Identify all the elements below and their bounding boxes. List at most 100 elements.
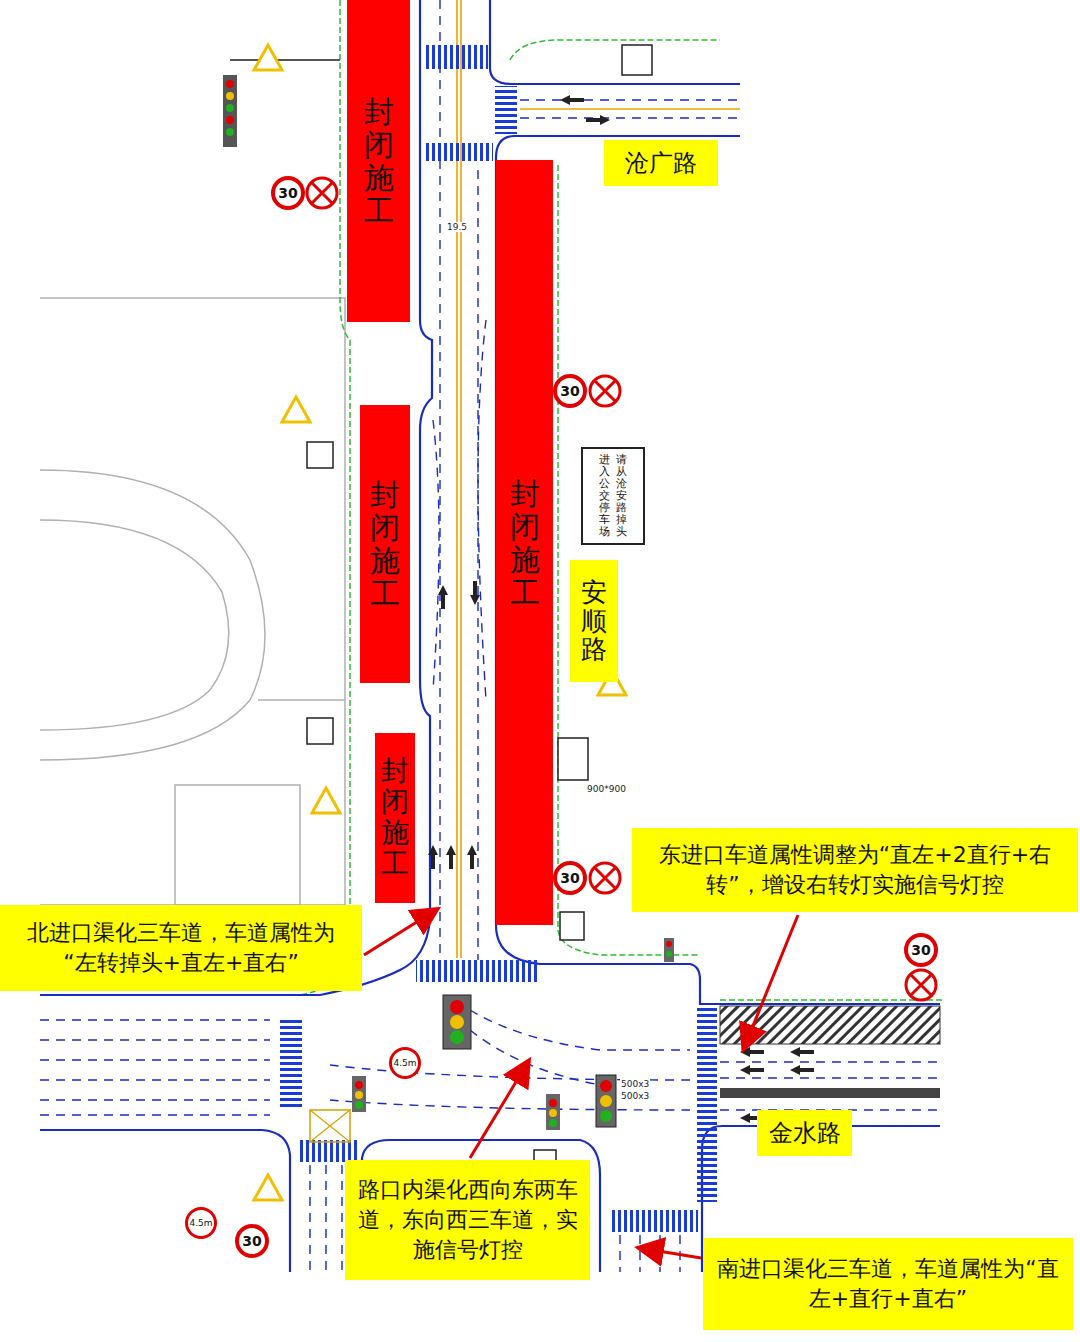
node-text: 沧广路 [625, 147, 697, 179]
guide-sign [558, 738, 588, 780]
traffic-light [549, 1119, 557, 1127]
lane-line [433, 420, 439, 690]
traffic-light [352, 1076, 366, 1112]
closure-block: 封闭施工 [496, 160, 553, 925]
guide-sign [307, 718, 333, 744]
road-edge [490, 0, 740, 84]
traffic-light [600, 1110, 612, 1122]
traffic-light [546, 1094, 560, 1130]
traffic-light [600, 1080, 612, 1092]
node-text: 封闭施工 [381, 756, 409, 879]
node-text: 路口内渠化西向东两车道，东向西三车道，实施信号灯控 [357, 1175, 578, 1264]
traffic-light [443, 995, 471, 1049]
building-outline [40, 470, 265, 760]
center-line [457, 0, 740, 958]
building-outline [175, 785, 300, 905]
crosswalk [495, 86, 517, 134]
road-name: 沧广路 [604, 140, 718, 186]
traffic-light [355, 1091, 363, 1099]
lane-line [330, 1100, 690, 1110]
node-text: 封闭施工 [364, 95, 394, 227]
lane-line [477, 170, 478, 960]
building-outline [40, 298, 345, 905]
traffic-light [226, 116, 234, 124]
dimension-label: 500x3 [620, 1091, 650, 1101]
warning-sign [282, 397, 310, 422]
lane-line [310, 1165, 342, 1272]
road-edge [40, 1130, 290, 1272]
traffic-light [230, 59, 340, 61]
lane-line [720, 1062, 940, 1110]
guide-sign [307, 442, 333, 468]
node-text: 进入公交停车场 [599, 454, 610, 539]
bus-parking-sign: 进入公交停车场请从沧安路掉头 [581, 447, 645, 545]
median-hatch [720, 1088, 940, 1098]
crosswalk [425, 45, 488, 69]
lane-line [470, 1010, 690, 1050]
no-parking-sign [590, 376, 620, 406]
node-text: 东进口车道属性调整为“直左+2直行+右转”，增设右转灯实施信号灯控 [644, 840, 1066, 899]
lane-arrow [790, 1065, 814, 1075]
warning-sign [254, 1175, 282, 1200]
green-boundary [510, 40, 720, 60]
node-text: 4.5m [189, 1218, 212, 1228]
callout-box: 北进口渠化三车道，车道属性为“左转掉头+直左+直右” [0, 905, 362, 991]
no-parking-sign [906, 970, 936, 1000]
crosswalk [425, 143, 493, 161]
warning-sign [312, 788, 340, 813]
lane-arrow [438, 585, 448, 609]
road-edge [40, 0, 432, 995]
lane-line [40, 1020, 270, 1115]
leader-arrow [470, 1062, 528, 1158]
no-parking-sign [595, 868, 615, 888]
center-line [520, 108, 740, 110]
crosswalk [280, 1020, 302, 1110]
lane-arrow [586, 115, 610, 125]
closure-block: 封闭施工 [347, 0, 410, 322]
node-text: 30 [278, 185, 297, 201]
crosswalk [610, 1210, 698, 1232]
warning-sign [254, 45, 626, 1200]
traffic-light [450, 1000, 464, 1014]
guide-sign [560, 912, 584, 940]
lane-arrow [560, 95, 584, 105]
traffic-light [355, 1081, 363, 1089]
node-text: 封闭施工 [370, 478, 400, 610]
node-text: 30 [560, 870, 579, 886]
dimension-label: 19.5 [446, 222, 468, 232]
traffic-light [596, 1075, 616, 1127]
traffic-light [549, 1099, 557, 1107]
road-name: 安顺路 [570, 560, 618, 682]
warning-sign [254, 45, 282, 70]
callout-box: 南进口渠化三车道，车道属性为“直左+直行+直右” [703, 1238, 1073, 1330]
node-text: 封闭施工 [510, 477, 540, 609]
lane-arrow [467, 845, 477, 869]
node-text: 安顺路 [581, 578, 607, 664]
lane-arrow [740, 1047, 764, 1057]
road-name: 金水路 [757, 1110, 852, 1156]
leader-arrow [744, 915, 798, 1048]
node-text: 请从沧安路掉头 [616, 454, 627, 539]
traffic-light [223, 75, 237, 147]
building-outline [40, 520, 229, 730]
lane-line [330, 1065, 690, 1080]
building-outline [40, 298, 345, 905]
traffic-light [600, 1095, 612, 1107]
traffic-light [226, 80, 234, 88]
node-text: 金水路 [769, 1117, 841, 1149]
road-edge [40, 0, 940, 1272]
callout-box: 路口内渠化西向东两车道，东向西三车道，实施信号灯控 [345, 1160, 590, 1280]
height-limit-sign: 4.5m [389, 1047, 421, 1079]
node-text: 南进口渠化三车道，车道属性为“直左+直行+直右” [715, 1254, 1061, 1313]
height-limit-sign: 4.5m [185, 1207, 217, 1239]
traffic-light [450, 1015, 464, 1029]
lane-arrow [470, 581, 480, 605]
dimension-label: 500x3 [620, 1079, 650, 1089]
lane-arrow [790, 1047, 814, 1057]
node-text: 北进口渠化三车道，车道属性为“左转掉头+直左+直右” [12, 918, 350, 977]
speed-sign: 30 [553, 374, 587, 408]
traffic-light [226, 104, 234, 112]
median-hatch [310, 1110, 350, 1142]
traffic-light [666, 951, 672, 957]
